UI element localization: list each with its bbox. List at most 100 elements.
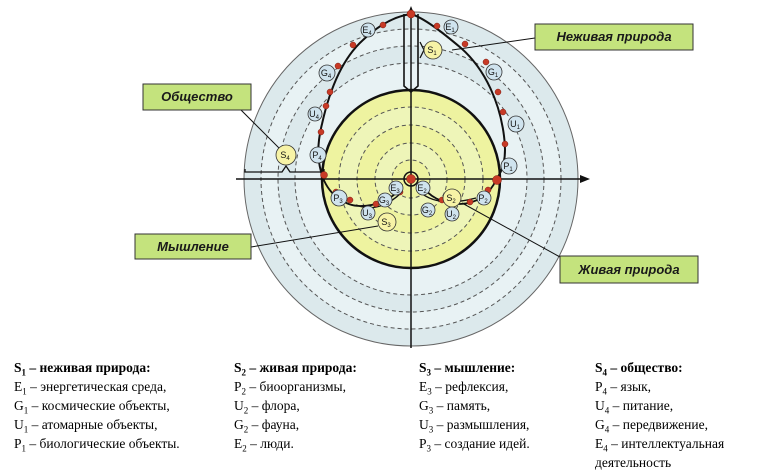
legend-item: P4 – язык,: [595, 379, 652, 397]
node-label: G4: [321, 68, 332, 80]
legend-item: U3 – размышления,: [419, 417, 530, 435]
node-u1: U1: [507, 115, 525, 133]
outer-trajectory-edge: [410, 14, 419, 93]
node-g4: G4: [318, 64, 336, 82]
legend-item: G1 – космические объекты,: [14, 398, 170, 416]
node-circle: [423, 40, 443, 60]
node-p2: P2: [476, 190, 492, 206]
legend-item: G3 – память,: [419, 398, 491, 416]
node-circle: [360, 205, 376, 221]
node-label: U2: [446, 209, 457, 221]
callout-s2: Живая природа: [559, 255, 699, 284]
node-g2: G2: [420, 202, 436, 218]
origin-marker: [403, 171, 419, 187]
node-g3: G3: [377, 192, 393, 208]
node-label: E4: [362, 25, 372, 37]
legend-item: E3 – рефлексия,: [419, 379, 509, 397]
node-circle: [275, 144, 297, 166]
node-label: S4: [280, 150, 290, 162]
node-circle: [377, 192, 393, 208]
circle-diagram: Неживая природа Общество Мышление Живая …: [134, 6, 699, 348]
outer-trajectory-edge-left: [403, 14, 412, 93]
callout-s4: Общество: [142, 83, 252, 111]
x-axis-arrow-icon: [580, 175, 590, 183]
node-circle: [388, 180, 404, 196]
node-label: G3: [379, 195, 390, 207]
node-g1: G1: [485, 63, 503, 81]
callout-s1-label: Неживая природа: [556, 29, 671, 44]
callout-s2-label: Живая природа: [577, 262, 679, 277]
node-label: E2: [417, 183, 427, 195]
node-label: G1: [488, 67, 499, 79]
node-label: E3: [390, 183, 400, 195]
node-label: G2: [422, 205, 433, 217]
callout-s3-label: Мышление: [157, 239, 229, 254]
node-circle: [330, 189, 348, 207]
legend-item: P3 – создание идей.: [419, 436, 530, 454]
legend-heading: S1 – неживая природа:: [14, 360, 151, 378]
node-label: E1: [445, 22, 455, 34]
node-circle: [476, 190, 492, 206]
node-circle: [420, 202, 436, 218]
legend-s2: S2 – живая природа:P2 – биоорганизмы,U2 …: [234, 358, 357, 453]
s3-brace: [355, 191, 403, 209]
node-circle: [307, 106, 323, 122]
node-label: U1: [510, 119, 521, 131]
callout-s1: Неживая природа: [534, 23, 694, 51]
callout-s3-connector: [250, 225, 379, 248]
node-u2: U2: [444, 206, 460, 222]
callout-s4-label: Общество: [161, 89, 233, 104]
legend-heading: S4 – общество:: [595, 360, 683, 378]
node-circle: [318, 64, 336, 82]
node-label: S3: [381, 217, 391, 229]
node-s3: S3: [377, 212, 397, 232]
legend-item: E4 – интеллектуальная: [595, 436, 725, 454]
node-circle: [507, 115, 525, 133]
legend-s3: S3 – мышление:E3 – рефлексия,G3 – память…: [419, 358, 530, 453]
legend-item: G2 – фауна,: [234, 417, 300, 435]
node-s2: S2: [442, 188, 462, 208]
legend-heading: S2 – живая природа:: [234, 360, 357, 378]
node-circle: [444, 206, 460, 222]
node-u3: U3: [360, 205, 376, 221]
node-s4: S4: [275, 144, 297, 166]
legend-item: G4 – передвижение,: [595, 417, 708, 435]
node-p1: P1: [500, 157, 518, 175]
node-p3: P3: [330, 189, 348, 207]
node-e1: E1: [443, 19, 459, 35]
callout-s1-connector: [451, 37, 536, 51]
node-e2: E2: [415, 180, 431, 196]
node-circle: [485, 63, 503, 81]
node-label: P2: [478, 193, 488, 205]
node-label: P1: [503, 161, 513, 173]
legend-item: E2 – люди.: [234, 436, 294, 454]
legend-item: U4 – питание,: [595, 398, 674, 416]
legend-item: P2 – биоорганизмы,: [234, 379, 346, 397]
legend-item: E1 – энергетическая среда,: [14, 379, 167, 397]
callout-s2-connector: [461, 202, 561, 258]
legend-item: P1 – биологические объекты.: [14, 436, 180, 454]
node-circle: [377, 212, 397, 232]
callout-s4-connector: [234, 103, 280, 149]
node-circle: [360, 22, 376, 38]
node-circle: [443, 19, 459, 35]
node-s1: S1: [423, 40, 443, 60]
node-u4: U4: [307, 106, 323, 122]
legend-item: деятельность: [595, 455, 672, 470]
node-label: P4: [312, 150, 322, 162]
node-circle: [500, 157, 518, 175]
node-e4: E4: [360, 22, 376, 38]
legend-item: U1 – атомарные объекты,: [14, 417, 158, 435]
node-p4: P4: [309, 146, 327, 164]
node-label: U4: [309, 109, 320, 121]
node-label: S1: [427, 45, 437, 57]
node-circle: [309, 146, 327, 164]
node-label: U3: [362, 208, 373, 220]
legend-heading: S3 – мышление:: [419, 360, 516, 378]
node-label: P3: [333, 193, 343, 205]
legend-s1: S1 – неживая природа:E1 – энергетическая…: [14, 358, 180, 453]
legend-s4: S4 – общество:P4 – язык,U4 – питание,G4 …: [595, 358, 724, 472]
node-e3: E3: [388, 180, 404, 196]
legend-item: U2 – флора,: [234, 398, 300, 416]
